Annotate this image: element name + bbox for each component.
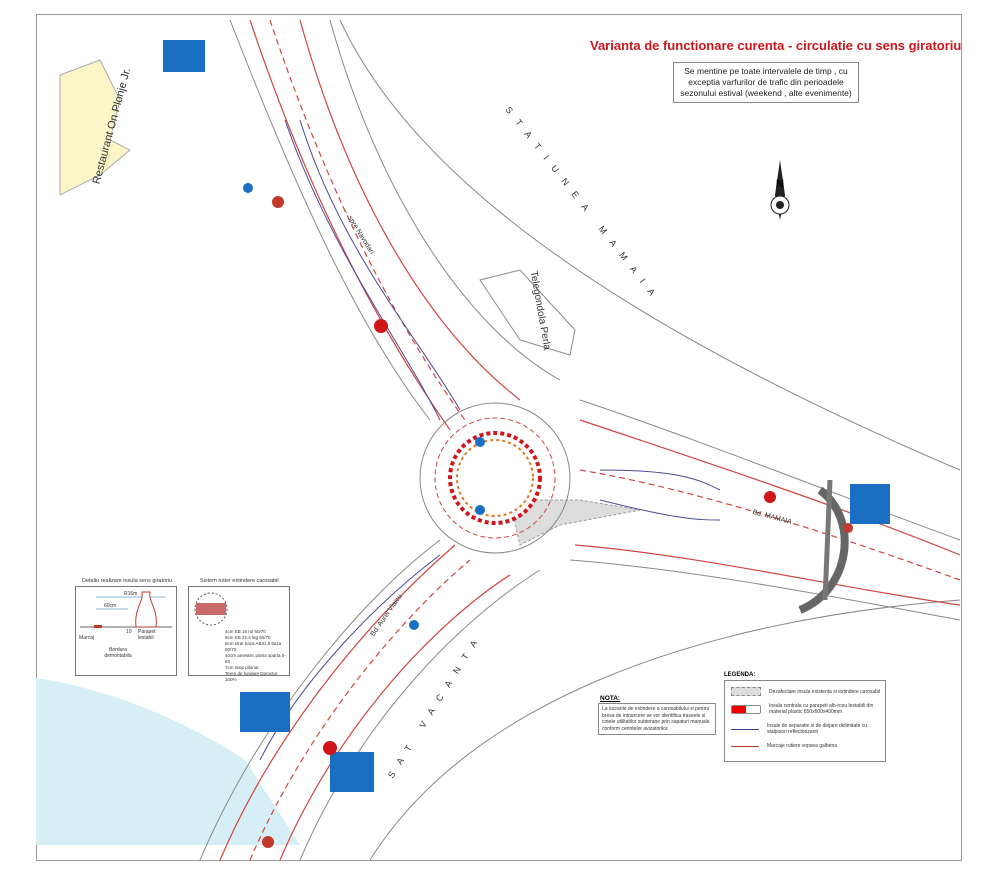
plan-title: Varianta de functionare curenta - circul… xyxy=(590,38,962,53)
roundabout-lane xyxy=(434,417,556,539)
nota-title: NOTA: xyxy=(600,695,621,702)
legend-item: Insule de separatie si de dirijare delim… xyxy=(731,723,881,735)
sign-roundabout xyxy=(850,484,890,524)
detail-island: R16m 60cm 10 Parapet lestabil Marcaj Bor… xyxy=(75,586,177,676)
roundabout-outer xyxy=(419,402,571,554)
dismantle-area xyxy=(509,499,641,546)
central-island xyxy=(448,431,542,525)
legend-item: Marcaje rutiere vopsea galbena xyxy=(731,743,837,749)
legend: Dezafectare insula existenta si extinder… xyxy=(724,680,886,762)
grey-area-swatch xyxy=(731,687,761,696)
sign-roundabout xyxy=(240,692,290,732)
restaurant-building xyxy=(59,59,131,196)
detail-island-title: Detaliu realizare insula sens giratoriu xyxy=(82,578,173,584)
compass-icon xyxy=(770,160,790,220)
drawing-frame xyxy=(36,14,962,861)
operation-note: Se mentine pe toate intervalele de timp … xyxy=(673,62,859,103)
nota-text: La lucrarile de extindere a carosabilulu… xyxy=(598,703,716,735)
legend-item: Dezafectare insula existenta si extinder… xyxy=(731,687,880,696)
legend-title: LEGENDA: xyxy=(724,672,756,678)
traffic-signs xyxy=(163,40,890,848)
sign-roundabout xyxy=(330,752,374,792)
blue-line-swatch xyxy=(731,728,759,730)
detail-structure: 4cm EB 16 rul 50/70 6cm EB 22.4 leg 50/7… xyxy=(188,586,290,682)
north-label: N xyxy=(776,178,784,190)
red-line-swatch xyxy=(731,745,759,747)
legend-item: Insula centrala cu parapeti alb-rosu les… xyxy=(731,703,881,715)
sign-roundabout xyxy=(163,40,205,72)
telegondola-building xyxy=(479,269,576,356)
detail-structure-title: Sistem rutier extindere carosabil xyxy=(200,578,279,584)
barrier-swatch xyxy=(731,704,761,714)
barrier-structure xyxy=(798,486,849,614)
water-area xyxy=(36,678,300,845)
